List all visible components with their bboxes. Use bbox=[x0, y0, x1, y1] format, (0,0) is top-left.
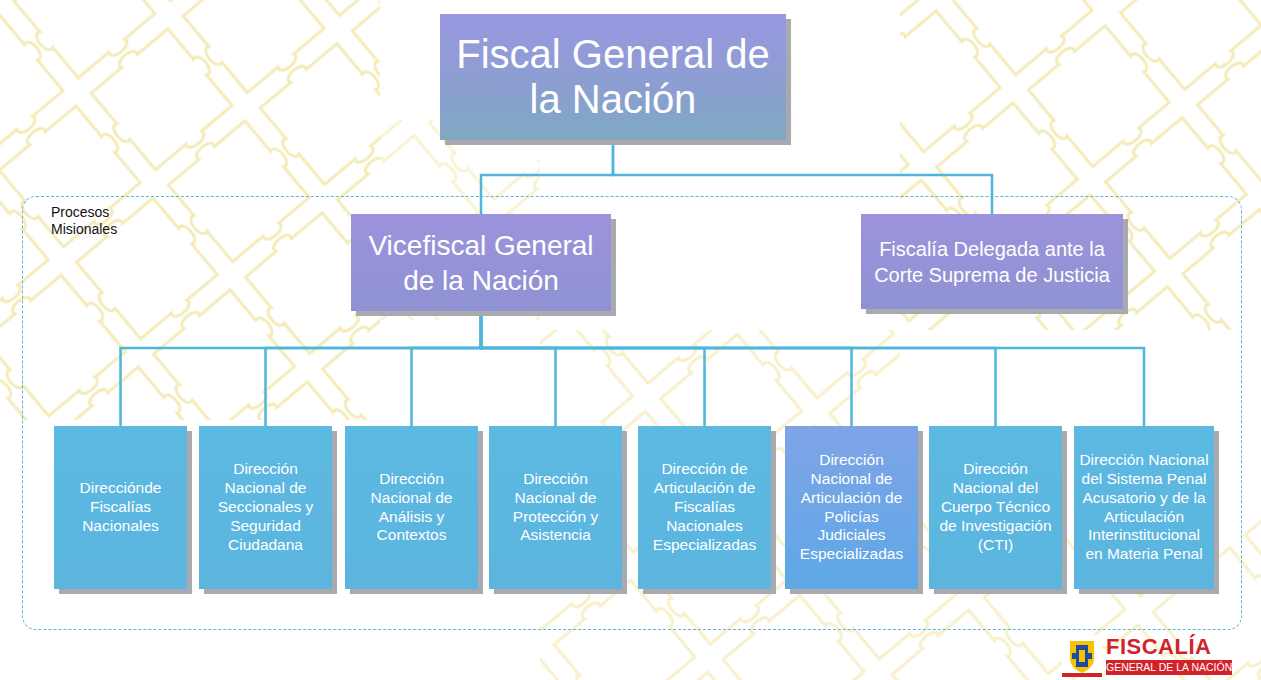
org-connector bbox=[266, 311, 482, 426]
org-connector bbox=[481, 311, 705, 426]
box-label: Fiscalía Delegada ante la Corte Suprema … bbox=[867, 236, 1117, 288]
delegate-box: Fiscalía Delegada ante la Corte Suprema … bbox=[861, 214, 1123, 309]
org-connector bbox=[481, 311, 996, 426]
region-label: Procesos Misionales bbox=[51, 204, 141, 238]
direction-box: Dirección Nacional del Cuerpo Técnico de… bbox=[929, 426, 1062, 589]
logo-subtitle: GENERAL DE LA NACIÓN bbox=[1106, 660, 1232, 675]
process-region: Procesos MisionalesVicefiscal General de… bbox=[22, 196, 1242, 630]
direction-box: Dirección Nacional del Sistema Penal Acu… bbox=[1074, 426, 1214, 589]
org-connector bbox=[121, 311, 482, 426]
org-connector bbox=[481, 311, 556, 426]
org-connector bbox=[481, 311, 1144, 426]
logo: FISCALÍAGENERAL DE LA NACIÓN bbox=[1062, 635, 1234, 677]
box-label: Fiscal General de la Nación bbox=[454, 32, 772, 122]
direction-box: Dirección Nacional de Seccionales y Segu… bbox=[199, 426, 332, 589]
direction-box: Dirección de Articulación de Fiscalías N… bbox=[638, 426, 771, 589]
direction-box: Direcciónde Fiscalías Nacionales bbox=[54, 426, 187, 589]
box-label: Dirección Nacional de Análisis y Context… bbox=[349, 470, 474, 546]
box-label: Dirección de Articulación de Fiscalías N… bbox=[642, 460, 767, 555]
box-label: Dirección Nacional del Cuerpo Técnico de… bbox=[933, 460, 1058, 555]
logo-emblem bbox=[1062, 635, 1102, 677]
box-label: Dirección Nacional de Seccionales y Segu… bbox=[203, 460, 328, 555]
org-connector bbox=[481, 140, 613, 214]
direction-box: Dirección Nacional de Análisis y Context… bbox=[345, 426, 478, 589]
box-label: Dirección Nacional de Protección y Asist… bbox=[493, 470, 618, 546]
direction-box: Dirección Nacional de Articulación de Po… bbox=[785, 426, 918, 589]
org-connector bbox=[481, 311, 852, 426]
direction-box: Dirección Nacional de Protección y Asist… bbox=[489, 426, 622, 589]
box-label: Dirección Nacional del Sistema Penal Acu… bbox=[1078, 451, 1210, 564]
box-label: Vicefiscal General de la Nación bbox=[361, 228, 601, 298]
org-connector bbox=[613, 140, 992, 214]
box-label: Direcciónde Fiscalías Nacionales bbox=[58, 479, 183, 536]
org-connector bbox=[412, 311, 482, 426]
vice-box: Vicefiscal General de la Nación bbox=[351, 214, 611, 311]
logo-title: FISCALÍA bbox=[1106, 635, 1211, 659]
box-label: Dirección Nacional de Articulación de Po… bbox=[789, 451, 914, 564]
head-box: Fiscal General de la Nación bbox=[440, 14, 786, 140]
